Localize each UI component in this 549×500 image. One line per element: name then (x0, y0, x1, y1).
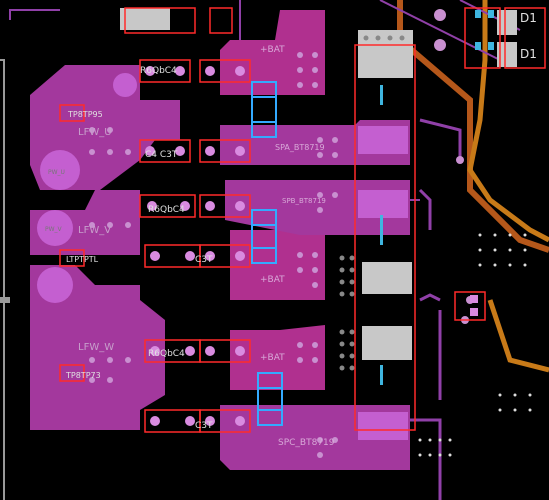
silk-tp-w: TP8TP73 (65, 371, 101, 380)
silk-d1-left: D1 (520, 11, 537, 25)
silk-ref-mid2: C3T (195, 255, 213, 265)
pad-label-spc: SPC_BT8719 (278, 438, 335, 448)
silk-ref-low: R6QbC4 (148, 349, 185, 359)
pad-label-spa: SPA_BT8719 (275, 143, 325, 152)
smd-pads (145, 66, 478, 426)
silk-lfw-u: LFW_U (78, 127, 112, 138)
pad-label-spb: SPB_BT8719 (282, 197, 326, 205)
silk-tp-u: TP8TP95 (67, 110, 103, 119)
red-courtyards (59, 7, 546, 433)
copper-pours (30, 10, 410, 470)
silk-lfw-v: LFW_V (78, 225, 111, 236)
cyan-marks (380, 10, 494, 385)
gray-components (120, 8, 517, 371)
pad-highlights (37, 73, 408, 440)
pad-label-bat-top: +BAT (260, 45, 285, 55)
silk-tp-v: LTPTPTL (66, 255, 99, 264)
silk-ref-mid: R6QbC4 (148, 205, 185, 215)
vias (89, 9, 474, 458)
silk-d1-right: D1 (520, 47, 537, 61)
pad-label-pw-v: PW_V (45, 226, 63, 233)
silk-lfw-w: LFW_W (78, 342, 114, 353)
shunt-outlines (251, 81, 283, 426)
silkscreen-text: +BAT +BAT +BAT SPA_BT8719 SPB_BT8719 SPC… (45, 11, 537, 448)
pad-label-bat-bot: +BAT (260, 353, 285, 363)
silk-ref-top: R6QbC4 (140, 66, 177, 76)
silk-ref-bot: C3T (195, 421, 213, 431)
silk-ref-upper: C4 C3T (145, 150, 178, 160)
pad-label-pw-u: PW_U (48, 169, 65, 176)
via-grid (418, 233, 532, 457)
pad-label-bat-mid: +BAT (260, 275, 285, 285)
